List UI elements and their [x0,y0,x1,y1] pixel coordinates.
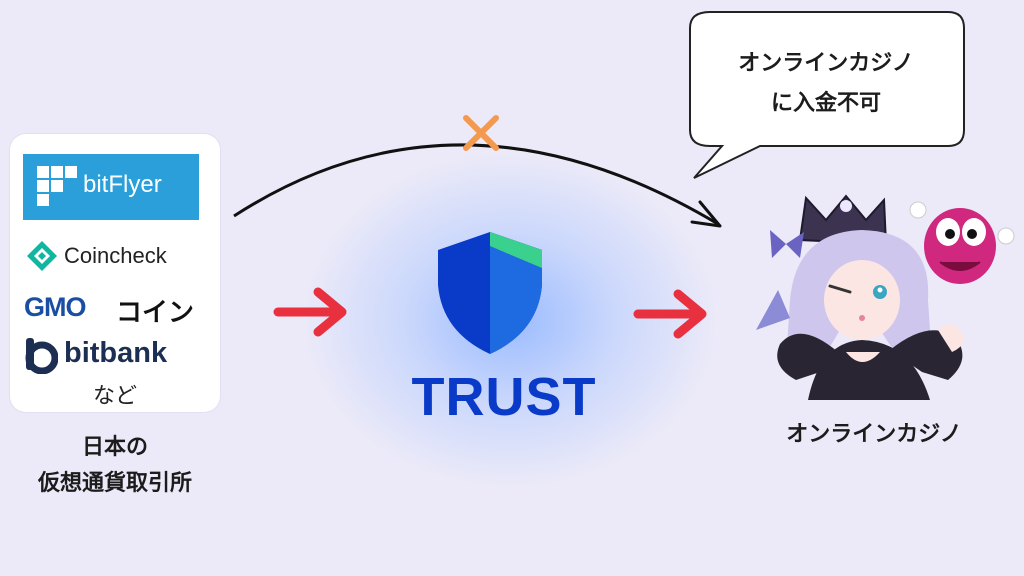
bitflyer-mark-icon [37,166,77,206]
exchange-caption-line2: 仮想通貨取引所 [37,471,192,496]
gmo-coin-text: コイン [116,298,195,328]
bitbank-logo: bitbank [24,334,214,378]
speech-bubble-text: オンラインカジノ に入金不可 [690,44,962,124]
coincheck-text: Coincheck [64,243,167,268]
gmo-coin-logo: GMO コイン [24,290,214,328]
speech-bubble [689,11,965,179]
speech-bubble-line1: オンラインカジノ [738,51,914,76]
anime-character-icon [756,194,1015,400]
exchange-logos-box: bitFlyer Coincheck GMO コイン bitbank など [10,134,220,412]
speech-bubble-line2: に入金不可 [770,91,881,116]
coincheck-mark-icon [27,241,57,271]
exchange-caption: 日本の 仮想通貨取引所 [5,430,225,502]
blocked-cross-icon [463,115,499,151]
casino-label: オンラインカジノ [786,422,962,447]
bitflyer-logo: bitFlyer [23,154,199,220]
red-arrow-to-wallet [273,287,347,337]
trust-wordmark: TRUST [411,367,597,427]
red-arrow-to-casino [633,289,707,339]
coincheck-logo: Coincheck [24,238,214,274]
exchange-caption-line1: 日本の [81,435,148,460]
shield-icon [438,232,542,354]
bitbank-text: bitbank [64,337,168,369]
etc-text: など [92,384,137,409]
direct-path-arrowhead [690,200,722,228]
bitbank-mark-icon [25,338,58,374]
gmo-text: GMO [24,292,86,322]
bitflyer-text: bitFlyer [83,171,162,198]
direct-path-arrow [233,143,719,226]
